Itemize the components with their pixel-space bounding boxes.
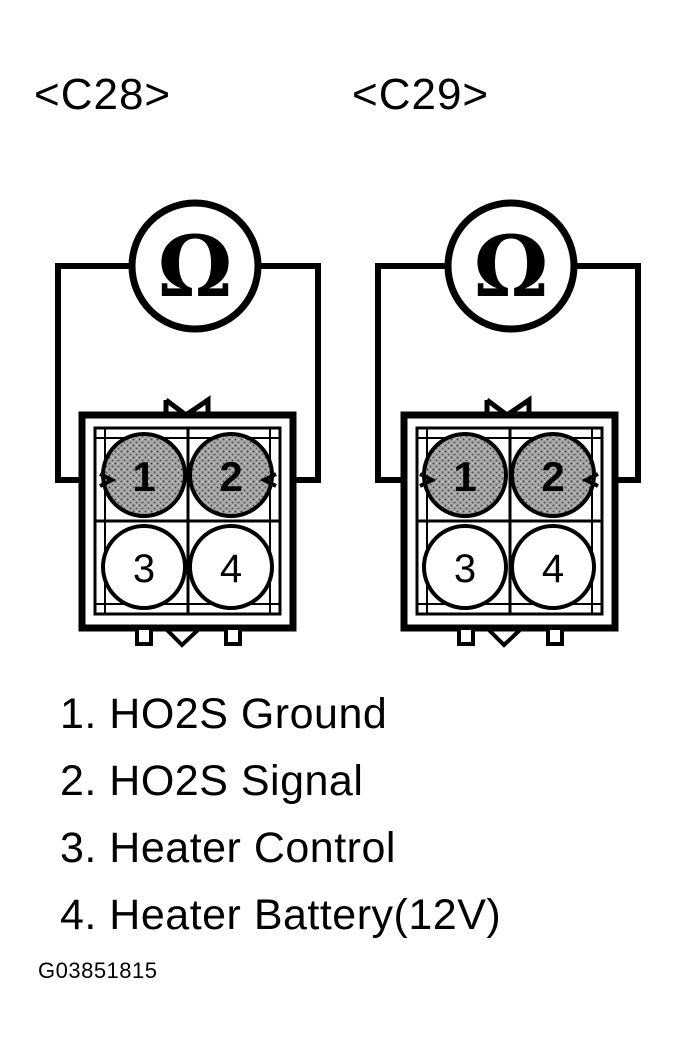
pin-1: 1 <box>422 432 508 518</box>
connector-bottom-tabs <box>457 626 564 648</box>
pin-2: 2 <box>188 432 274 518</box>
svg-text:3: 3 <box>454 547 476 591</box>
pin-1: 1 <box>101 432 187 518</box>
pin-4: 4 <box>188 524 274 610</box>
connector-c28: Ω 1 2 <box>55 199 321 648</box>
svg-text:2: 2 <box>541 453 564 500</box>
connector-label-c29: <C29> <box>352 70 490 119</box>
ohmmeter-c29: Ω <box>444 199 578 333</box>
connector-c29: Ω 1 2 3 <box>375 199 641 648</box>
probe-tip-left <box>99 472 117 488</box>
connector-bottom-tabs <box>135 626 242 648</box>
probe-tip-right <box>581 472 599 488</box>
ohm-symbol: Ω <box>158 217 233 316</box>
svg-text:2: 2 <box>219 453 242 500</box>
svg-text:3: 3 <box>133 547 155 591</box>
pin-3: 3 <box>422 524 508 610</box>
probe-tip-left <box>419 472 437 488</box>
svg-text:1: 1 <box>453 453 476 500</box>
svg-text:4: 4 <box>220 547 242 591</box>
svg-text:1: 1 <box>132 453 155 500</box>
legend-item-1: 1. HO2S Ground <box>60 690 388 738</box>
legend-item-4: 4. Heater Battery(12V) <box>60 891 502 939</box>
ohmmeter-c28: Ω <box>128 199 262 333</box>
ohm-symbol: Ω <box>474 217 549 316</box>
pin-3: 3 <box>101 524 187 610</box>
legend-item-3: 3. Heater Control <box>60 824 396 872</box>
pin-legend: 1. HO2S Ground 2. HO2S Signal 3. Heater … <box>60 686 501 954</box>
connector-label-c28: <C28> <box>34 70 172 119</box>
pin-4: 4 <box>510 524 596 610</box>
legend-item-2: 2. HO2S Signal <box>60 757 364 805</box>
pin-2: 2 <box>510 432 596 518</box>
figure-id: G03851815 <box>38 958 158 983</box>
probe-tip-right <box>259 472 277 488</box>
svg-text:4: 4 <box>542 547 564 591</box>
